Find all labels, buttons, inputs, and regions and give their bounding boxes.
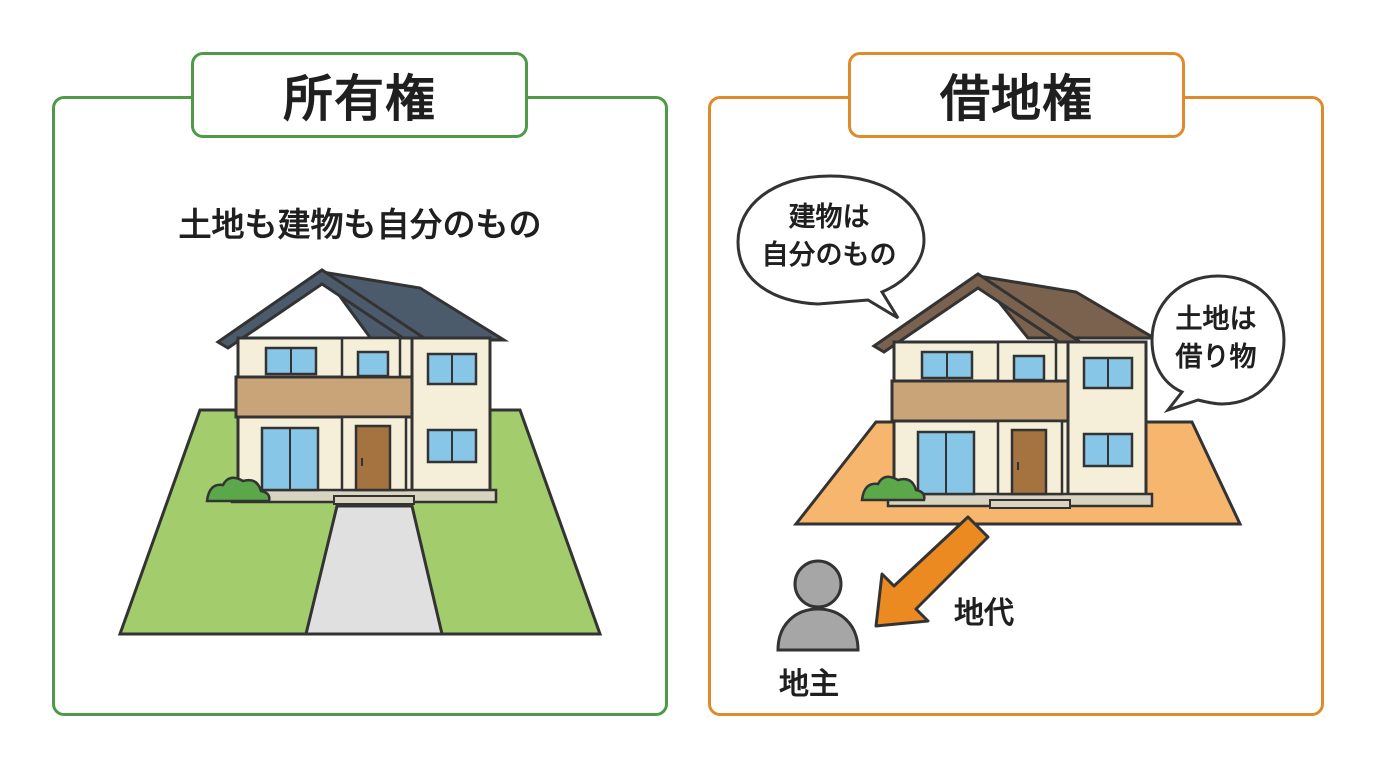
- rent-label: 地代: [954, 596, 1014, 631]
- house-icon: [871, 272, 1160, 510]
- bubble-building-line: 自分のもの: [761, 239, 897, 271]
- speech-bubble-icon: [736, 174, 926, 320]
- leasehold-title: 借地権: [848, 52, 1185, 138]
- person-icon: [776, 559, 860, 652]
- bubble-land-line: 土地は: [1175, 304, 1257, 335]
- speech-bubble-icon: [1150, 274, 1286, 413]
- ownership-caption: 土地も建物も自分のもの: [178, 205, 542, 244]
- house-icon: [215, 268, 510, 506]
- bubble-building-text: 建物は 自分のもの: [745, 199, 913, 275]
- bubble-land-text: 土地は 借り物: [1158, 301, 1274, 377]
- bubble-building-line: 建物は: [788, 202, 870, 233]
- arrow-icon: [874, 515, 990, 628]
- ownership-title: 所有権: [191, 52, 528, 138]
- bubble-land-line: 借り物: [1175, 341, 1257, 373]
- driveway: [304, 504, 444, 636]
- landlord-label: 地主: [779, 667, 839, 702]
